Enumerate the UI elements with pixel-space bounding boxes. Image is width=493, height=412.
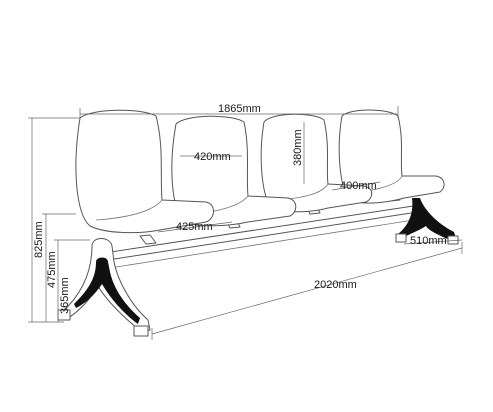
dim-total-width: 1865mm [79,103,399,120]
dim-heights: 825mm 475mm 365mm [28,117,90,323]
dim-seat-spacing: 425mm [157,221,233,233]
label-seat-height: 365mm [59,277,71,314]
label-seat-depth: 400mm [340,180,377,192]
dim-seat-width: 420mm [180,151,242,163]
label-beam-length: 2020mm [314,279,357,291]
dim-foot-depth: 510mm [403,235,463,247]
left-foot [57,238,151,337]
dim-beam-length: 2020mm [151,242,463,340]
dim-back-height: 380mm [292,122,305,184]
label-total-width: 1865mm [218,103,261,115]
dim-seat-depth: 400mm [331,180,381,192]
label-back-height: 380mm [292,129,304,166]
label-foot-depth: 510mm [410,235,447,247]
label-seat-spacing: 425mm [176,221,213,233]
label-arm-height: 475mm [46,251,58,288]
label-seat-width: 420mm [194,151,231,163]
label-overall-height: 825mm [33,221,45,258]
